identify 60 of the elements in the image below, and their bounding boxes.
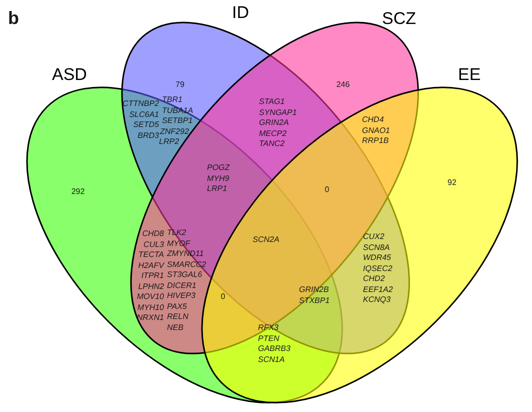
gene-name: PAX5 [167, 302, 187, 312]
gene-name: SLC6A1 [129, 110, 159, 120]
gene-name: RELN [167, 312, 188, 322]
gene-name: SETBP1 [162, 116, 193, 126]
gene-name: SETD5 [133, 120, 159, 130]
gene-name: TLK2 [167, 228, 186, 238]
gene-name: LPHN2 [138, 282, 164, 292]
gene-name: SCN2A [252, 235, 280, 246]
gene-name: SCN1A [258, 354, 285, 365]
gene-name: TECTA [138, 250, 164, 260]
gene-name: MECP2 [259, 128, 287, 139]
gene-name: RRP1B [362, 136, 389, 146]
gene-name: LRP1 [207, 184, 228, 194]
set-label: EE [458, 66, 481, 83]
gene-name: DICER1 [167, 280, 196, 291]
set-label: SCZ [382, 10, 416, 27]
gene-name: ITPR1 [141, 271, 164, 282]
gene-name: SCN8A [363, 242, 390, 253]
gene-name: CTTNBP2 [122, 99, 159, 110]
gene-name: EEF1A2 [363, 284, 393, 295]
gene-name: NRXN1 [136, 313, 164, 324]
region-count: 292 [71, 187, 85, 198]
gene-name: ST3GAL6 [167, 270, 202, 280]
gene-name: KCNQ3 [363, 295, 391, 306]
region-count: 79 [176, 80, 184, 90]
gene-name: MOV10 [136, 292, 164, 302]
gene-name: CHD8 [142, 229, 164, 240]
gene-name: NEB [167, 322, 184, 333]
gene-name: MYH9 [207, 174, 230, 184]
gene-name: PTEN [258, 334, 280, 344]
region-count: 0 [324, 185, 330, 196]
gene-name: SYNGAP1 [259, 108, 297, 118]
gene-name: CHD2 [363, 274, 385, 284]
set-label: ID [232, 4, 249, 21]
gene-name: ZNF292 [160, 126, 189, 136]
gene-name: IQSEC2 [363, 264, 392, 274]
gene-name: HIVEP3 [167, 291, 196, 302]
gene-name: GRIN2A [259, 118, 289, 128]
gene-name: TBR1 [162, 95, 182, 106]
gene-name: MYH10 [137, 302, 164, 313]
gene-name: CUL3 [144, 240, 164, 250]
gene-name: WDR45 [363, 253, 392, 264]
gene-name: LRP2 [159, 137, 180, 148]
region-count: 246 [336, 80, 350, 90]
gene-name: TANC2 [259, 139, 285, 150]
gene-name: GABRB3 [258, 344, 290, 354]
panel-letter: b [8, 8, 19, 28]
gene-name: GNAO1 [362, 126, 390, 136]
gene-name: GRIN2B [299, 285, 329, 296]
gene-name: RFX3 [258, 323, 278, 334]
gene-name: H2AFV [138, 260, 164, 271]
gene-name: CUX2 [363, 232, 384, 242]
set-label: ASD [52, 66, 87, 83]
region-count: 92 [448, 178, 456, 188]
gene-name: CHD4 [362, 115, 384, 126]
gene-name: POGZ [207, 163, 230, 174]
region-count: 0 [220, 292, 226, 302]
gene-name: STXBP1 [299, 296, 330, 306]
gene-name: BRD3 [138, 130, 159, 140]
gene-name: STAG1 [259, 97, 285, 108]
